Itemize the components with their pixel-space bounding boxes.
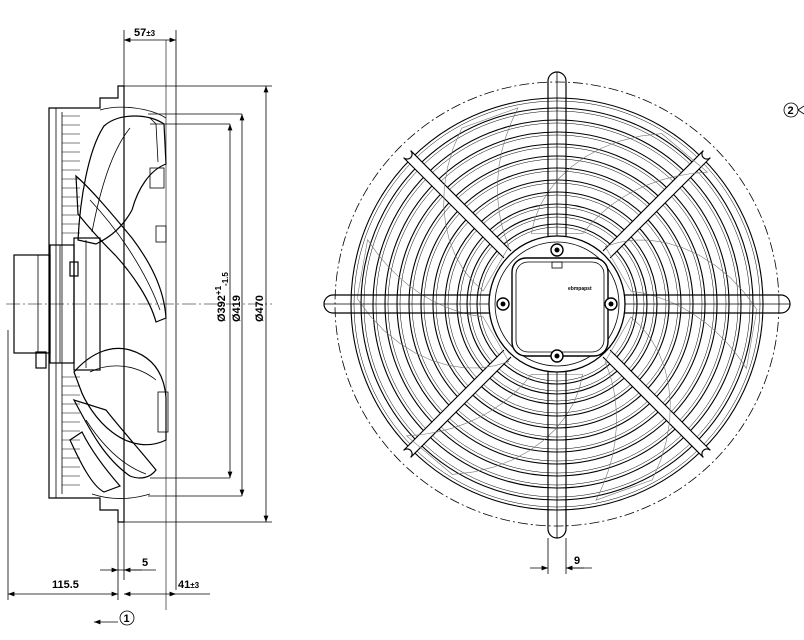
front-guard-struts (403, 150, 711, 458)
fan-blade-outline (595, 316, 671, 501)
dim-9: 9 (530, 538, 592, 574)
front-motor-box: ebmpapst (488, 235, 626, 373)
svg-text:2: 2 (788, 105, 794, 117)
fan-blade-outline (356, 238, 510, 369)
svg-text:1: 1 (124, 613, 130, 625)
svg-text:Ø392+1-1.5: Ø392+1-1.5 (214, 272, 230, 322)
svg-text:5: 5 (142, 557, 148, 569)
callout-1: 1 (94, 610, 135, 626)
svg-text:57±3: 57±3 (134, 27, 156, 39)
fan-blade-outline (405, 374, 584, 475)
fan-blade-outline (604, 239, 758, 370)
svg-text:Ø470: Ø470 (254, 295, 266, 322)
front-view: ebmpapst 9 2 (323, 71, 804, 574)
guard-strut (403, 349, 512, 458)
svg-text:ebmpapst: ebmpapst (568, 286, 592, 292)
svg-text:Ø419: Ø419 (231, 295, 243, 322)
svg-text:115.5: 115.5 (52, 579, 79, 591)
side-blades (69, 106, 169, 499)
dim-57: 57±3 (124, 27, 176, 43)
svg-text:41±3: 41±3 (178, 579, 200, 591)
front-blades (356, 107, 758, 501)
fan-blade-outline (443, 107, 519, 292)
guard-strut (602, 150, 711, 259)
callout-2: 2 (783, 102, 804, 118)
svg-text:9: 9 (574, 555, 580, 567)
dim-bottom: 5 115.5 41±3 (7, 330, 210, 600)
side-guard-wires (62, 115, 80, 486)
front-bolts (496, 243, 618, 363)
dim-diameters: Ø392+1-1.5 Ø419 Ø470 (124, 85, 272, 523)
fan-blade-outline (530, 133, 709, 234)
guard-strut (602, 349, 711, 458)
side-view: 57±3 Ø392+1-1.5 Ø419 Ø470 5 (6, 27, 272, 626)
guard-strut (403, 150, 512, 259)
